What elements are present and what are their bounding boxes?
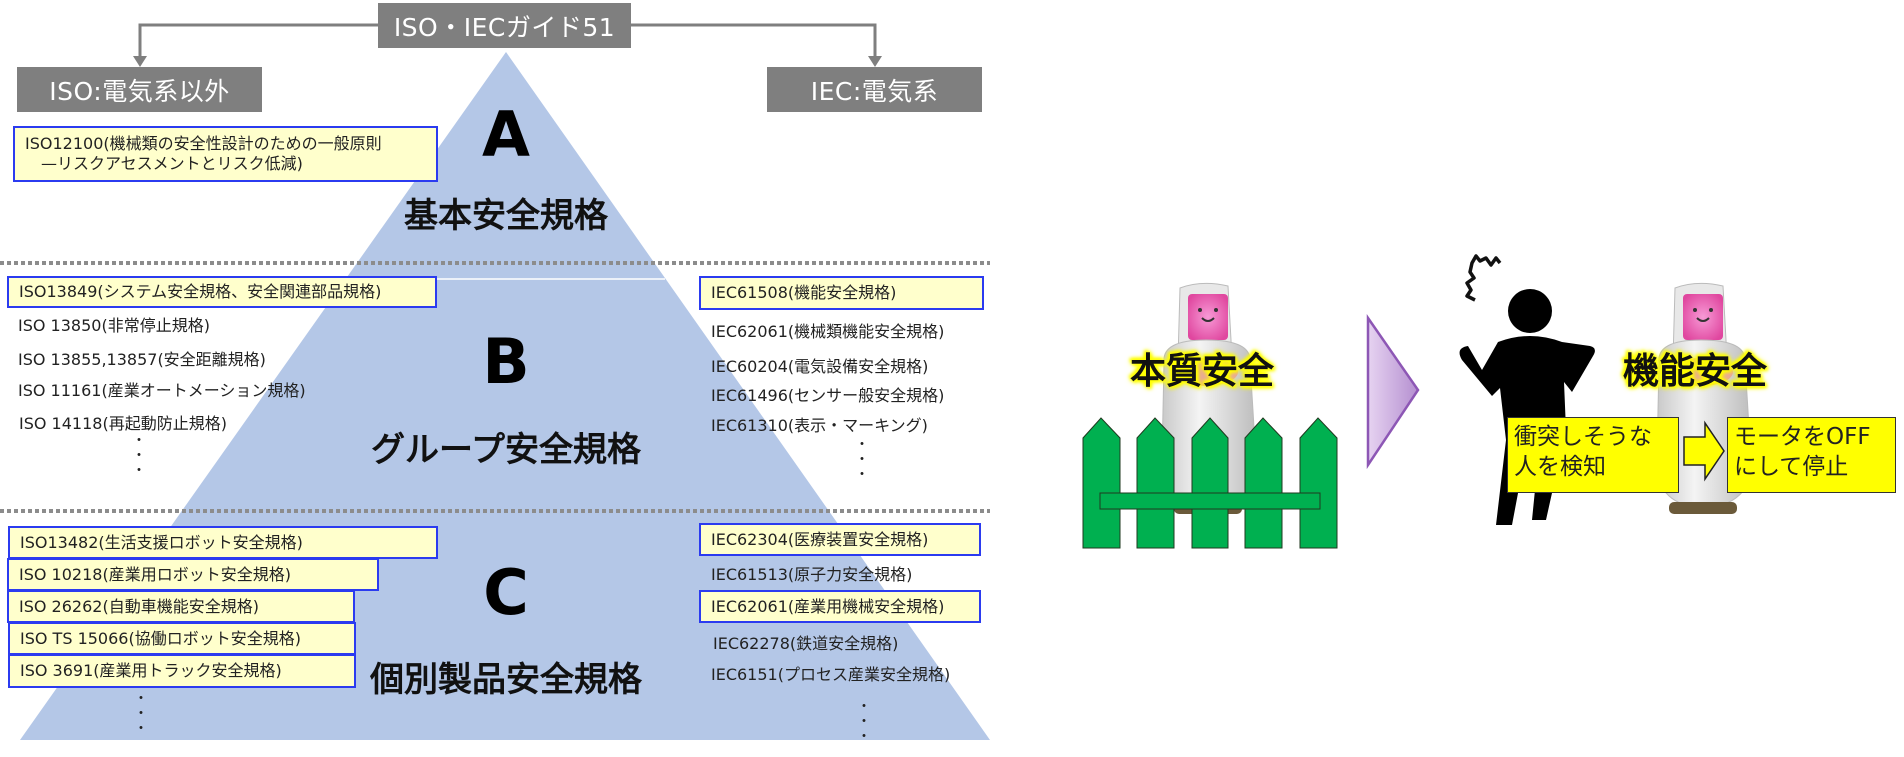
tier-b-title: グループ安全規格 <box>371 430 641 470</box>
surprise-icon <box>1465 254 1502 302</box>
standard-item: ISO 11161(産業オートメーション規格) <box>18 381 306 400</box>
fence-icon <box>1082 417 1338 549</box>
standard-text: ISO 26262(自動車機能安全規格) <box>19 596 259 616</box>
tier-a-letter: A <box>482 98 530 171</box>
functional-safety-label: 機能安全 <box>1623 351 1768 392</box>
right-arrow-icon <box>1683 420 1725 482</box>
tier-c-letter: C <box>483 556 529 629</box>
tier-a-title: 基本安全規格 <box>404 196 608 236</box>
standard-text: ISO12100(機械類の安全性設計のための一般原則 <box>25 134 382 153</box>
iso12100-box: ISO12100(機械類の安全性設計のための一般原則 —リスクアセスメントとリス… <box>13 126 438 182</box>
standard-item: ISO 14118(再起動防止規格) <box>19 414 227 433</box>
standard-text: ISO 3691(産業用トラック安全規格) <box>20 661 282 680</box>
detect-text-line1: 衝突しそうな <box>1514 424 1652 450</box>
standard-item: ISO13849(システム安全規格、安全関連部品規格) <box>7 276 437 308</box>
connector-to-iec <box>630 23 877 58</box>
standard-item: IEC62061(産業用機械安全規格) <box>699 590 981 623</box>
standard-item: IEC62278(鉄道安全規格) <box>713 634 899 653</box>
standard-item: ISO 26262(自動車機能安全規格) <box>7 590 355 623</box>
standard-item: IEC61310(表示・マーキング) <box>711 416 928 435</box>
stop-text-line1: モータをOFF <box>1734 424 1871 450</box>
stop-text-line2: にして停止 <box>1734 454 1849 480</box>
arrowhead-iso <box>133 56 147 67</box>
standard-item: ISO 13855,13857(安全距離規格) <box>18 350 266 369</box>
next-arrow-icon <box>1366 314 1420 470</box>
standard-text: ISO 10218(産業用ロボット安全規格) <box>19 564 291 584</box>
standard-text: IEC62304(医療装置安全規格) <box>711 529 929 549</box>
standard-text: ISO13482(生活支援ロボット安全規格) <box>20 532 303 552</box>
iec-category-label: IEC:電気系 <box>810 76 939 106</box>
standard-item: IEC62061(機械類機能安全規格) <box>711 322 945 341</box>
standard-item: ISO 13850(非常停止規格) <box>18 316 210 335</box>
tier-b-letter: B <box>482 325 530 398</box>
standard-item: ISO13482(生活支援ロボット安全規格) <box>8 526 438 559</box>
standard-item: IEC61513(原子力安全規格) <box>711 565 913 584</box>
detect-person-callout: 衝突しそうな 人を検知 <box>1507 417 1679 493</box>
guide51-box: ISO・IECガイド51 <box>378 3 631 48</box>
guide51-label: ISO・IECガイド51 <box>393 12 616 42</box>
standard-item: ISO TS 15066(協働ロボット安全規格) <box>8 622 356 655</box>
connector-to-iso <box>138 23 378 58</box>
standard-item: IEC6151(プロセス産業安全規格) <box>711 665 951 684</box>
standard-text: ISO TS 15066(協働ロボット安全規格) <box>20 628 301 648</box>
standard-item: IEC61508(機能安全規格) <box>699 276 984 310</box>
standard-item: IEC60204(電気設備安全規格) <box>711 357 929 376</box>
standard-text: ISO13849(システム安全規格、安全関連部品規格) <box>19 282 382 301</box>
arrowhead-iec <box>868 56 882 67</box>
standard-text-line2: —リスクアセスメントとリスク低減) <box>25 154 303 173</box>
inherent-safety-label: 本質安全 <box>1130 351 1275 392</box>
standard-text: IEC62061(産業用機械安全規格) <box>711 596 945 616</box>
tier-c-title: 個別製品安全規格 <box>370 660 642 700</box>
iso-category-box: ISO:電気系以外 <box>17 67 262 112</box>
standard-item: ISO 3691(産業用トラック安全規格) <box>8 654 356 688</box>
standard-item: IEC61496(センサー般安全規格) <box>711 386 945 405</box>
iec-category-box: IEC:電気系 <box>767 67 982 112</box>
detect-text-line2: 人を検知 <box>1514 454 1606 480</box>
stop-motor-callout: モータをOFF にして停止 <box>1727 417 1896 493</box>
iso-category-label: ISO:電気系以外 <box>49 76 230 106</box>
standard-text: IEC61508(機能安全規格) <box>711 283 897 302</box>
standard-item: IEC62304(医療装置安全規格) <box>699 523 981 556</box>
